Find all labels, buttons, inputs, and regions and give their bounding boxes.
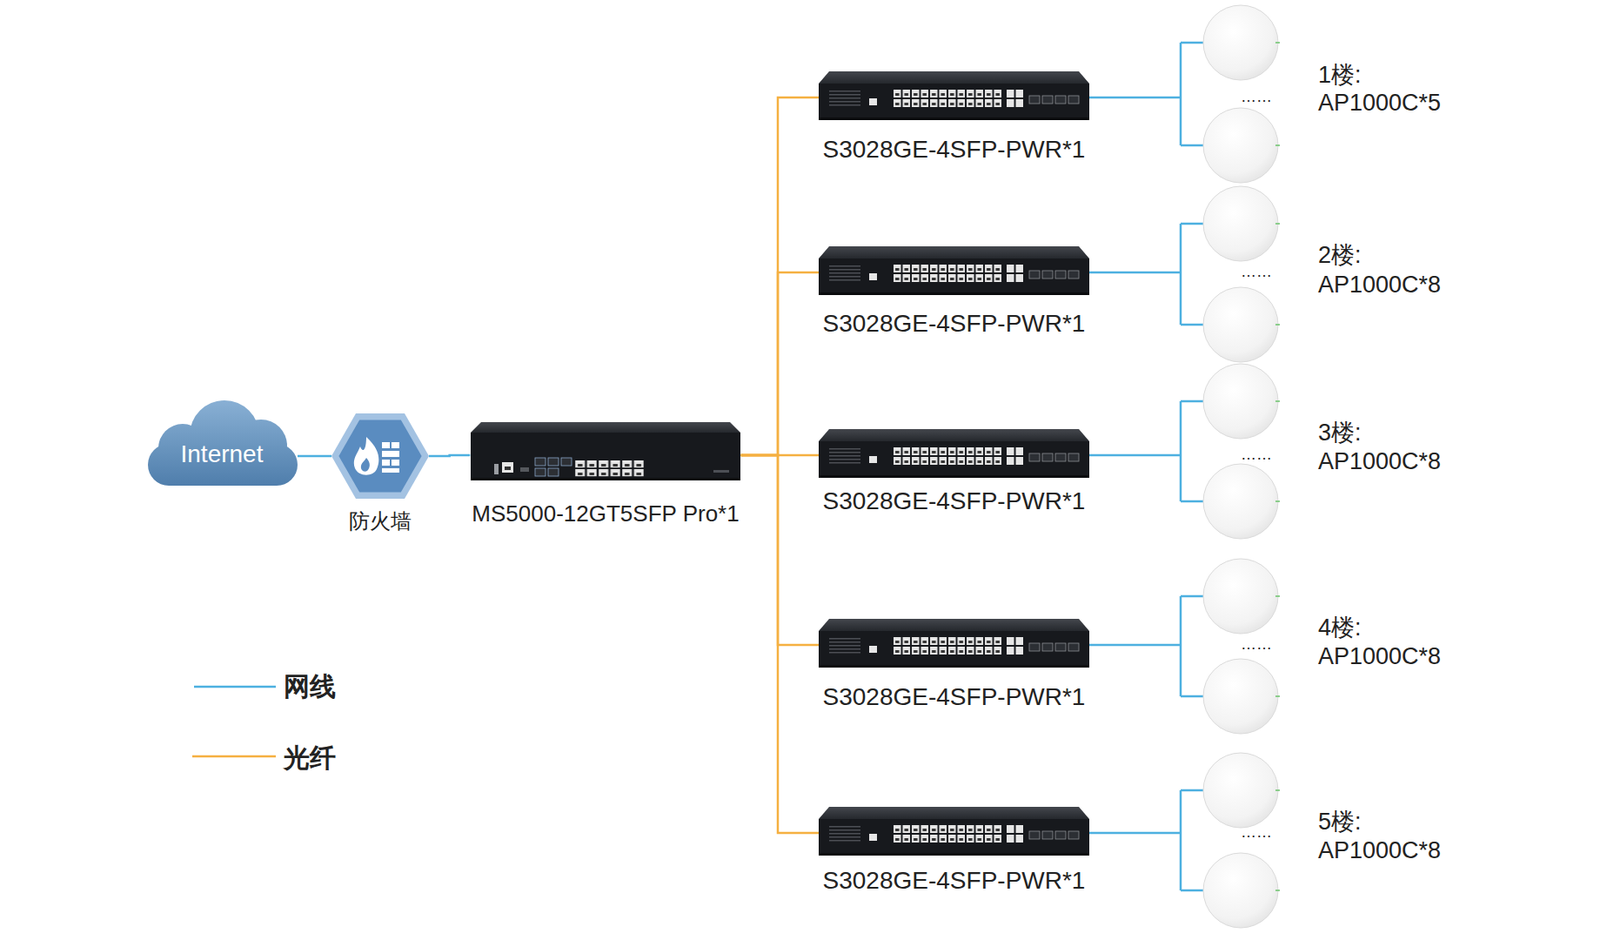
legend-line [192, 755, 276, 758]
cable-line [741, 455, 819, 645]
core-switch-device [535, 457, 572, 476]
cable-line [428, 455, 470, 456]
access-switch-device [818, 71, 1090, 121]
core-switch-device [470, 421, 741, 481]
core-switch-device [574, 459, 645, 477]
ap-wire [1089, 42, 1204, 891]
legend-line [192, 686, 276, 757]
access-point [1203, 852, 1279, 928]
floor-label: 4楼: [1318, 613, 1362, 642]
node-label: S3028GE-4SFP-PWR*1 [823, 486, 1086, 516]
ap-count-label: AP1000C*8 [1318, 447, 1441, 476]
ap-count-label: AP1000C*8 [1318, 642, 1441, 670]
core-switch-node: MS5000-12GT5SFP Pro*1 [469, 421, 741, 528]
core-switch-device [535, 457, 546, 466]
legend-text: 网线 [283, 670, 336, 703]
access-switch-device [818, 618, 1090, 668]
core-switch-device [548, 468, 559, 476]
firewall-icon [338, 419, 422, 492]
cable-line [741, 97, 819, 456]
floor-label: 3楼: [1318, 418, 1362, 447]
core-switch-device [713, 469, 730, 473]
ap-wire [1089, 42, 1204, 146]
ap-count-label: AP1000C*8 [1318, 270, 1441, 299]
cable-line [297, 455, 332, 458]
floor-label: 1楼: [1318, 60, 1362, 89]
access-switch-node: S3028GE-4SFP-PWR*1 [818, 71, 1090, 165]
access-point [1203, 752, 1279, 828]
firewall-icon [361, 457, 370, 472]
ap-wire [1089, 789, 1204, 891]
access-point [1203, 558, 1279, 634]
access-switch-node: S3028GE-4SFP-PWR*1 [818, 618, 1090, 712]
firewall-node: 防火墙 [331, 407, 429, 535]
firewall-icon [381, 441, 400, 473]
core-switch-device [520, 467, 529, 472]
ellipsis-mark: …… [1240, 823, 1272, 843]
firewall-icon [381, 441, 390, 449]
access-point [1203, 363, 1279, 439]
core-switch-device [561, 457, 572, 466]
access-switch-node: S3028GE-4SFP-PWR*1 [818, 246, 1090, 339]
core-switch-device [470, 421, 741, 433]
access-point [1203, 658, 1279, 734]
ellipsis-mark: …… [1240, 87, 1272, 108]
access-switch-device [818, 246, 1090, 295]
legend-text: 光纤 [283, 742, 336, 774]
core-switch-device [494, 463, 499, 475]
core-switch-device [470, 432, 741, 481]
ap-wire [1089, 401, 1204, 502]
cable-line [741, 272, 819, 456]
ap-wire [1089, 223, 1204, 325]
firewall-icon [331, 413, 429, 499]
access-point [1203, 5, 1279, 81]
ellipsis-mark: …… [1240, 445, 1272, 465]
firewall-icon [331, 413, 429, 499]
cloud-shape [147, 400, 298, 486]
core-switch-device [470, 477, 741, 481]
ap-status-light [1275, 42, 1280, 891]
floor-label: 2楼: [1318, 241, 1362, 269]
core-switch-device [535, 468, 546, 476]
node-label: S3028GE-4SFP-PWR*1 [823, 134, 1086, 165]
node-label: MS5000-12GT5SFP Pro*1 [471, 500, 739, 528]
node-label: S3028GE-4SFP-PWR*1 [823, 865, 1086, 896]
firewall-icon [391, 441, 400, 449]
core-switch-device [548, 457, 559, 466]
node-label: 防火墙 [348, 508, 412, 535]
ellipsis-mark: …… [1240, 635, 1272, 655]
access-point [1203, 107, 1279, 183]
access-switch-node: S3028GE-4SFP-PWR*1 [818, 806, 1090, 896]
access-switch-device [818, 71, 1090, 856]
node-label: S3028GE-4SFP-PWR*1 [823, 682, 1086, 712]
firewall-icon [381, 450, 400, 457]
access-switch-node: S3028GE-4SFP-PWR*1 [818, 428, 1090, 516]
node-label: Internet [180, 439, 264, 469]
cable-line [741, 455, 819, 833]
access-switch-device [818, 806, 1090, 856]
firewall-icon [381, 468, 400, 473]
ap-status-light [1275, 42, 1280, 891]
firewall-icon [354, 436, 380, 476]
core-switch-device [504, 466, 511, 470]
access-point [1203, 186, 1279, 262]
access-point [1203, 287, 1279, 362]
ap-count-label: AP1000C*5 [1318, 88, 1441, 117]
access-point [1203, 5, 1279, 928]
firewall-icon [391, 459, 400, 466]
core-switch-device [502, 461, 514, 473]
ap-count-label: AP1000C*8 [1318, 836, 1441, 864]
firewall-icon [381, 459, 390, 466]
node-label: S3028GE-4SFP-PWR*1 [823, 308, 1086, 339]
ellipsis-mark: …… [1240, 262, 1272, 282]
access-point [1203, 463, 1279, 539]
legend-line [194, 685, 276, 689]
ap-wire [1089, 595, 1204, 697]
access-switch-device [818, 428, 1090, 478]
cloud-node: Internet [146, 398, 298, 488]
floor-label: 5楼: [1318, 807, 1362, 836]
